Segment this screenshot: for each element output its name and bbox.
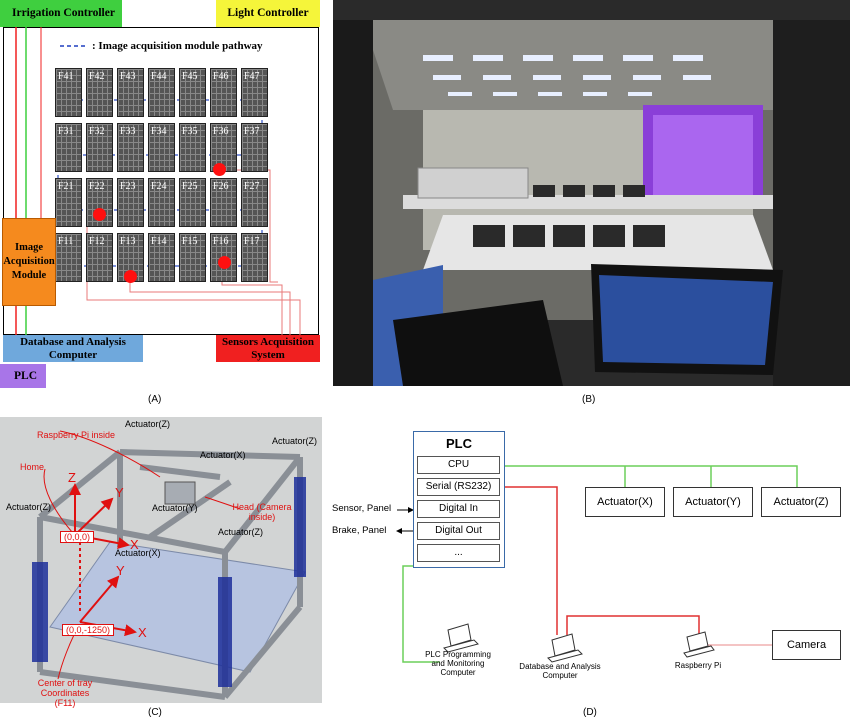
- plc-computer-label: PLC Programming and Monitoring Computer: [418, 650, 498, 677]
- plc-row: Serial (RS232): [417, 478, 500, 496]
- actuator-y-box: Actuator(Y): [673, 487, 753, 517]
- plc-row: Digital In: [417, 500, 500, 518]
- plc-row: Digital Out: [417, 522, 500, 540]
- caption-d: (D): [583, 707, 597, 718]
- plc-title: PLC: [414, 436, 504, 451]
- laptop-icon-database: [548, 634, 582, 662]
- actuator-x-box: Actuator(X): [585, 487, 665, 517]
- plc-row: ...: [417, 544, 500, 562]
- raspberry-pi-label: Raspberry Pi: [668, 661, 728, 670]
- sensor-panel-label: Sensor, Panel: [332, 503, 391, 514]
- database-computer-label: Database and Analysis Computer: [515, 662, 605, 680]
- actuator-z-box: Actuator(Z): [761, 487, 841, 517]
- plc-row: CPU: [417, 456, 500, 474]
- laptop-icon-plc-computer: [444, 624, 478, 652]
- brake-panel-label: Brake, Panel: [332, 525, 386, 536]
- camera-box: Camera: [772, 630, 841, 660]
